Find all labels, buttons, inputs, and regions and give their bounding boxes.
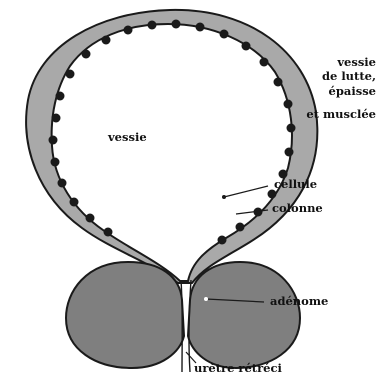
label-colonne: colonne xyxy=(272,202,323,215)
urethra xyxy=(181,280,191,372)
bladder-cavity xyxy=(52,24,292,281)
cellule-dot xyxy=(222,195,226,199)
label-adenome: adénome xyxy=(270,295,328,308)
label-uretre: urètre rétréci xyxy=(194,362,282,375)
adenoma-right-lobe xyxy=(188,262,300,368)
label-vessie-de-lutte-line2: de lutte, xyxy=(300,70,376,83)
label-vessie-de-lutte-line3: épaisse xyxy=(300,85,376,98)
label-vessie-de-lutte-2: de lutte, xyxy=(300,70,376,83)
label-vessie-de-lutte-line4: et musclée xyxy=(276,108,376,121)
label-vessie-de-lutte-line1: vessie xyxy=(326,56,376,69)
label-cellule: cellule xyxy=(274,178,317,191)
label-vessie-de-lutte-4: et musclée xyxy=(276,108,376,121)
adenoma-left-lobe xyxy=(66,262,184,368)
label-vessie-de-lutte-3: épaisse xyxy=(300,85,376,98)
adenome-dot xyxy=(204,297,208,301)
label-vessie: vessie xyxy=(108,131,147,144)
label-vessie-de-lutte: vessie xyxy=(326,56,376,69)
